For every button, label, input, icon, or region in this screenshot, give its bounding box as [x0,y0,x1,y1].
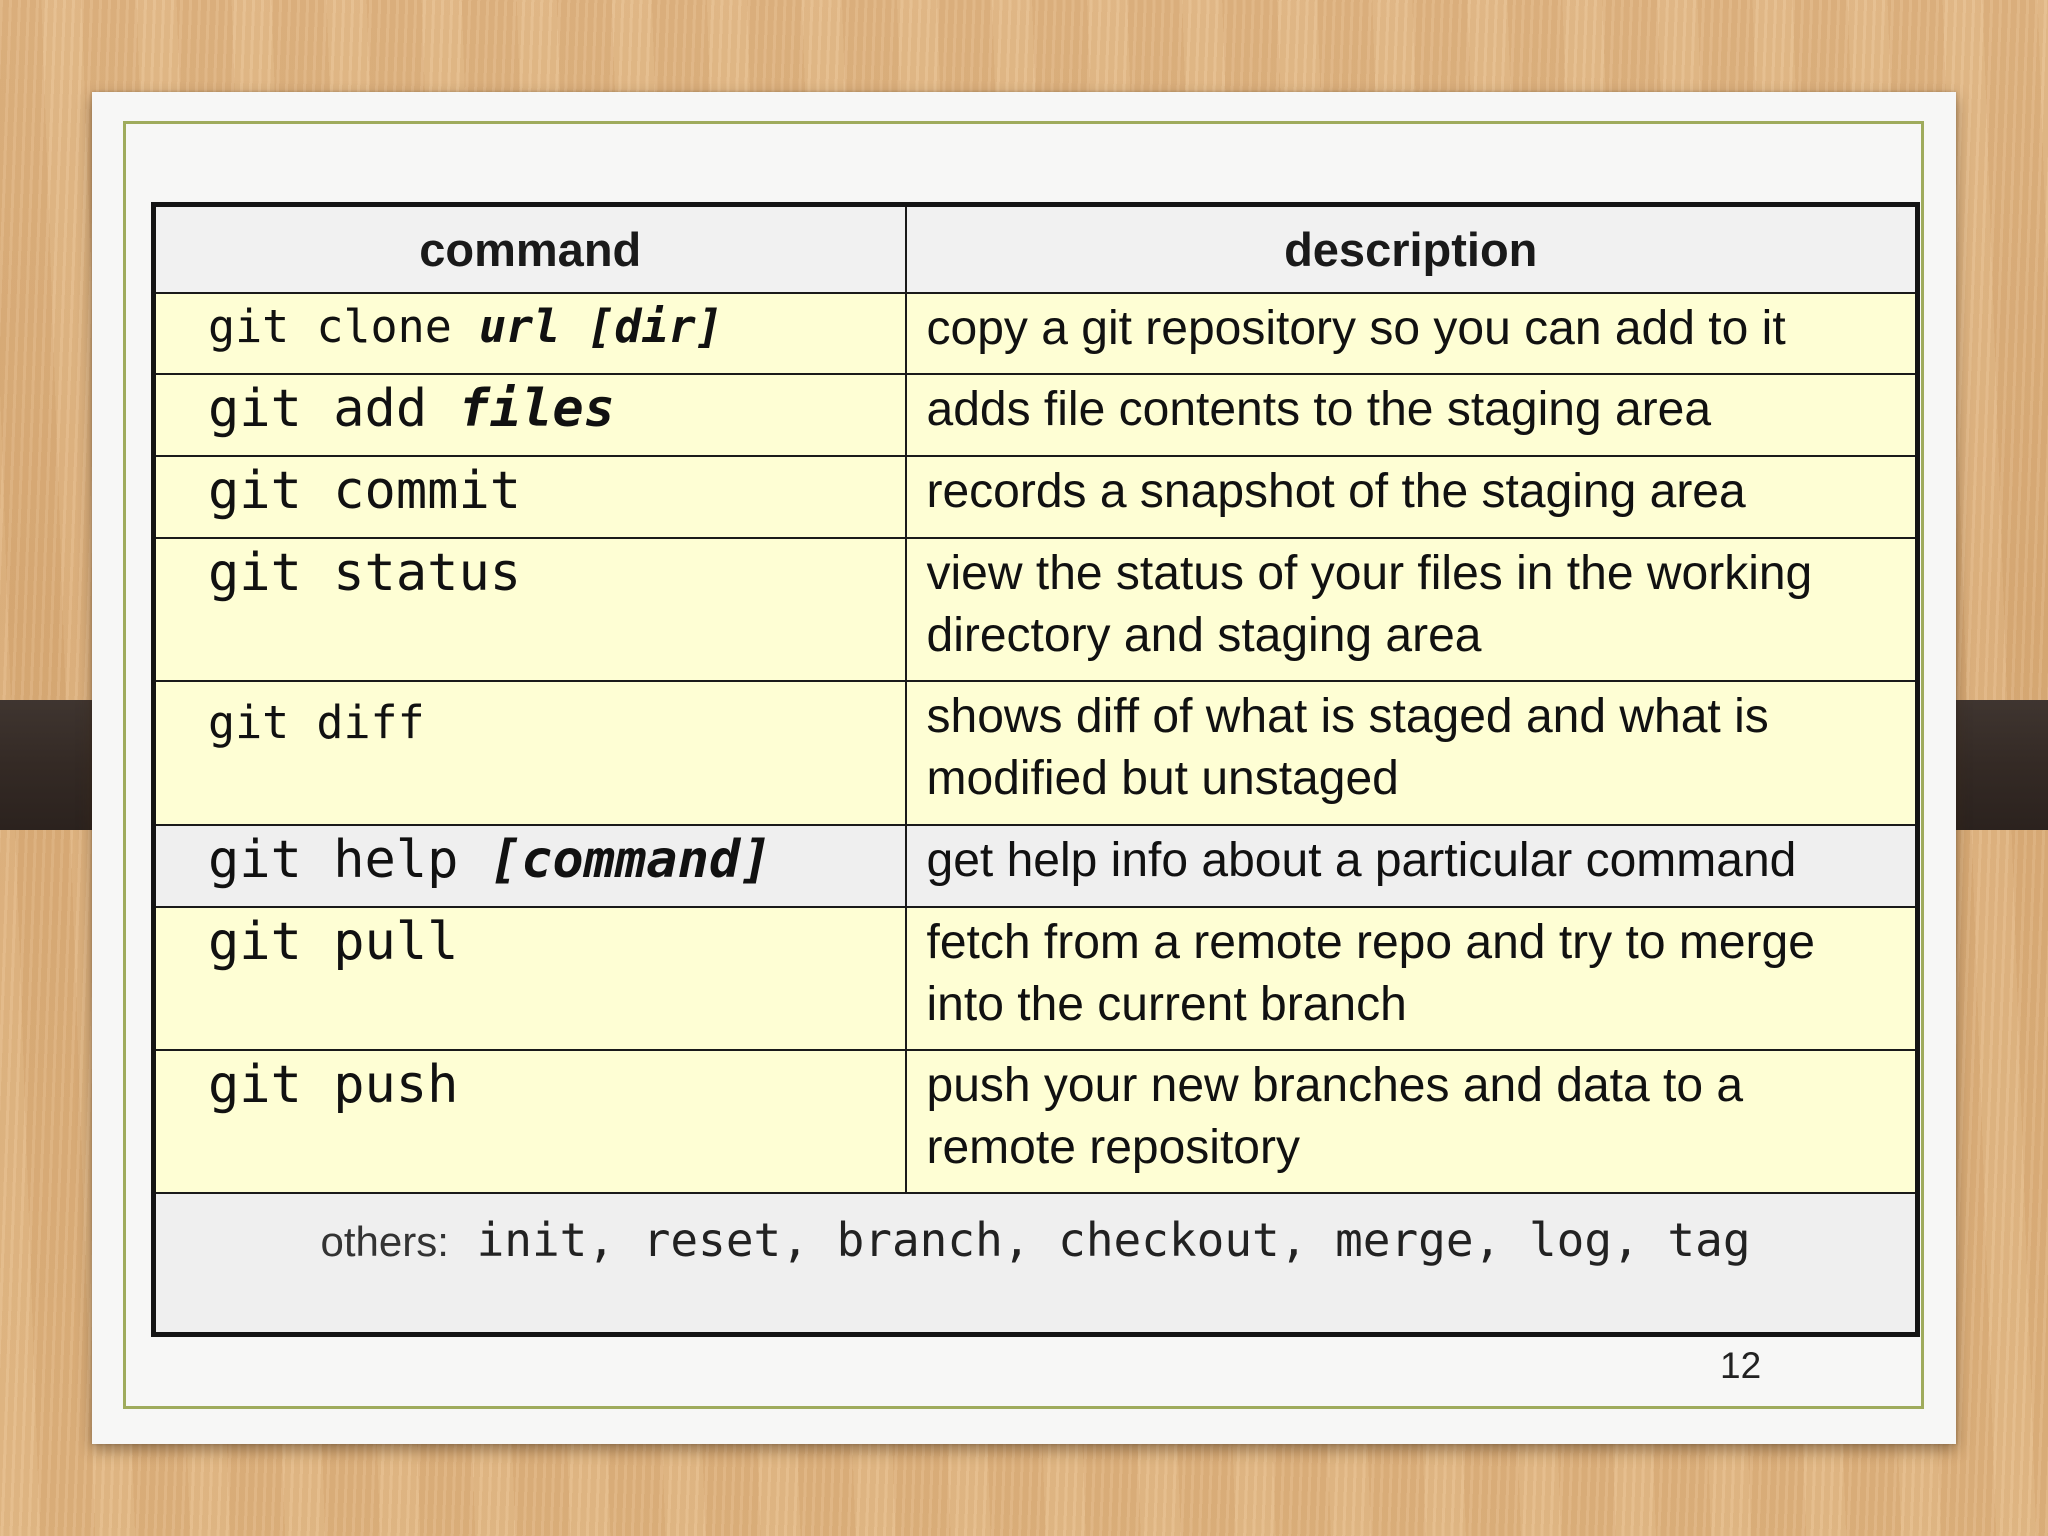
description-cell: shows diff of what is staged and what is… [904,679,1919,826]
header-description: description [904,203,1919,294]
table-row: git commit records a snapshot of the sta… [152,454,1919,539]
command-argument: [command] [489,829,772,890]
description-cell: view the status of your files in the wor… [904,536,1919,682]
description-cell: records a snapshot of the staging area [904,454,1919,539]
command-argument: url [dir] [478,299,723,353]
command-text: git help [208,829,490,890]
git-commands-table: command description git clone url [dir] … [151,202,1920,1337]
table-row: git status view the status of your files… [152,536,1919,682]
command-cell: git clone url [dir] [152,291,907,375]
command-text: git add [208,378,459,439]
header-command: command [152,203,907,294]
table-row: git diff shows diff of what is staged an… [152,679,1919,826]
description-cell: fetch from a remote repo and try to merg… [904,905,1919,1051]
command-argument: files [458,378,615,439]
others-row: others: init, reset, branch, checkout, m… [152,1191,1919,1336]
command-text: git pull [208,911,459,972]
table-header-row: command description [152,203,1919,294]
table-row: git push push your new branches and data… [152,1048,1919,1194]
description-cell: adds file contents to the staging area [904,372,1919,457]
table-row: git add files adds file contents to the … [152,372,1919,457]
command-cell: git diff [152,679,907,826]
command-cell: git status [152,536,907,682]
table-row: git pull fetch from a remote repo and tr… [152,905,1919,1051]
table-row: git help [command] get help info about a… [152,823,1919,908]
command-text: git diff [208,695,425,749]
others-label: others: [320,1217,449,1265]
command-cell: git help [command] [152,823,907,908]
command-cell: git commit [152,454,907,539]
description-cell: get help info about a particular command [904,823,1919,908]
command-cell: git push [152,1048,907,1194]
command-cell: git add files [152,372,907,457]
command-text: git push [208,1054,459,1115]
command-text: git clone [208,299,479,353]
table-row: git clone url [dir] copy a git repositor… [152,291,1919,375]
description-cell: push your new branches and data to a rem… [904,1048,1919,1194]
others-cell: others: init, reset, branch, checkout, m… [152,1191,1919,1336]
command-text: git commit [208,460,522,521]
slide-frame [123,121,1924,1409]
command-text: git status [208,542,522,603]
page-number: 12 [1720,1345,1762,1386]
others-list: init, reset, branch, checkout, merge, lo… [448,1212,1751,1267]
command-cell: git pull [152,905,907,1051]
description-cell: copy a git repository so you can add to … [904,291,1919,375]
